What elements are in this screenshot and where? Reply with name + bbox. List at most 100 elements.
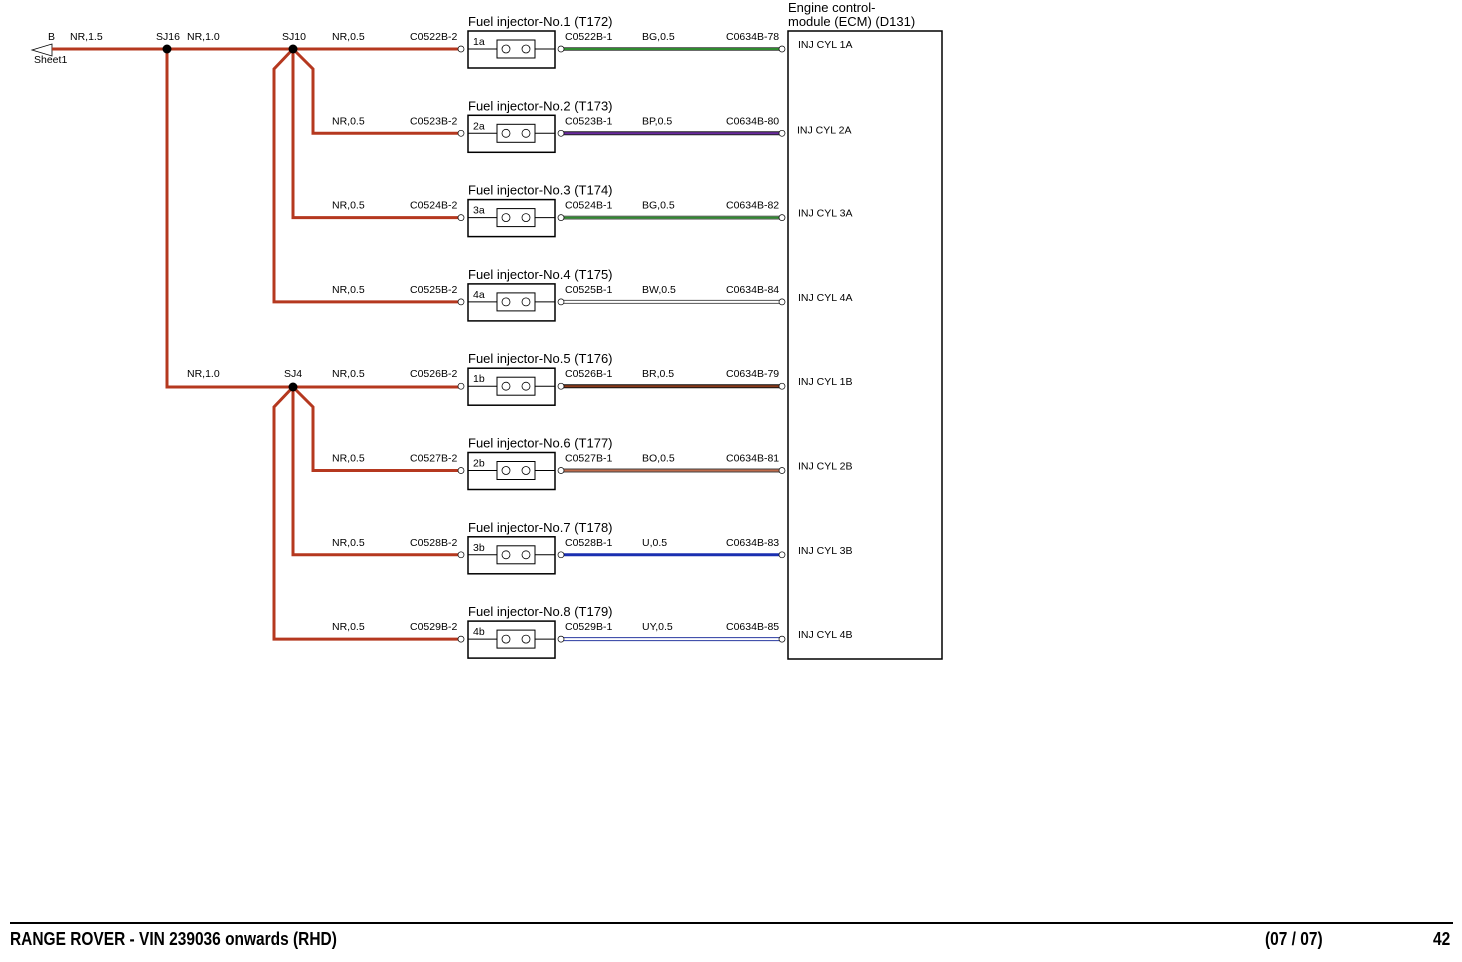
connector-pin-icon <box>457 45 465 53</box>
ecm-pin-label: INJ CYL 2A <box>797 124 851 136</box>
connector-pin-icon <box>778 551 786 559</box>
signal-connector-label: C0523B-1 <box>565 115 612 127</box>
ground-connector-label: C0526B-2 <box>410 368 457 380</box>
splice-sj16-down-wire: NR,1.0 <box>187 368 220 380</box>
signal-connector-label: C0527B-1 <box>565 453 612 465</box>
injector-pin-label: 2b <box>473 458 485 470</box>
ground-wire-label: NR,0.5 <box>332 31 365 43</box>
ground-wire-sj10-branch-4 <box>272 47 460 304</box>
signal-wire-label: UY,0.5 <box>642 621 673 633</box>
ground-connector-label: C0528B-2 <box>410 537 457 549</box>
signal-connector-label: C0525B-1 <box>565 284 612 296</box>
ecm-connector-label: C0634B-84 <box>726 284 779 296</box>
injector-row: Fuel injector-No.5 (T176) NR,0.5 C0526B-2 C… <box>332 351 852 406</box>
connector-pin-icon <box>457 551 465 559</box>
ground-connector-label: C0523B-2 <box>410 115 457 127</box>
connector-pin-icon <box>457 635 465 643</box>
injector-pin-label: 1b <box>473 373 485 385</box>
ground-wire-sj10-branch-3 <box>291 49 460 220</box>
connector-pin-icon <box>557 298 565 306</box>
ground-wire-sj4-branch-6 <box>291 385 460 472</box>
connector-pin-icon <box>778 45 786 53</box>
ecm-connector-label: C0634B-81 <box>726 453 779 465</box>
injector-coil-icon <box>496 292 536 312</box>
connector-pin-icon <box>457 129 465 137</box>
signal-wire-label: U,0.5 <box>642 537 667 549</box>
signal-connector-label: C0526B-1 <box>565 368 612 380</box>
injector-terminal-icon <box>521 297 531 307</box>
ground-connector-label: C0522B-2 <box>410 31 457 43</box>
ecm-connector-label: C0634B-83 <box>726 537 779 549</box>
injector-terminal-icon <box>521 466 531 475</box>
connector-pin-icon <box>778 298 786 306</box>
injector-terminal-icon <box>521 634 531 644</box>
ground-wire-label: NR,0.5 <box>332 621 365 633</box>
injector-title: Fuel injector-No.1 (T172) <box>468 14 613 29</box>
injector-terminal-icon <box>521 381 531 391</box>
injector-coil-icon <box>496 629 536 649</box>
splice-dot-sj16 <box>162 44 172 54</box>
ecm-connector-label: C0634B-85 <box>726 621 779 633</box>
ecm-pin-label: INJ CYL 2B <box>798 461 852 473</box>
footer-rule <box>10 922 1453 924</box>
splice-sj16-out-wire: NR,1.0 <box>187 31 220 43</box>
source-letter: B <box>48 31 55 43</box>
injector-terminal-icon <box>501 297 511 307</box>
ecm-connector-label: C0634B-82 <box>726 200 779 212</box>
injector-pin-label: 2a <box>473 120 485 132</box>
ground-wire-sj16-to-sj4 <box>165 49 460 389</box>
ground-wire-label: NR,0.5 <box>332 115 365 127</box>
connector-pin-icon <box>778 467 786 474</box>
signal-wire-label: BG,0.5 <box>642 200 675 212</box>
injector-title: Fuel injector-No.3 (T174) <box>468 183 613 198</box>
ground-wire-label: NR,0.5 <box>332 368 365 380</box>
ecm-title-line1: Engine control- <box>788 0 875 15</box>
signal-wire-label: BP,0.5 <box>642 115 672 127</box>
connector-pin-icon <box>557 382 565 390</box>
ground-connector-label: C0525B-2 <box>410 284 457 296</box>
ground-wire-sj4-branch-7 <box>291 387 460 557</box>
splice-label-sj4: SJ4 <box>284 368 302 380</box>
ground-wire-sj10-branch-2 <box>291 47 460 135</box>
injector-pin-label: 3b <box>473 542 485 554</box>
connector-pin-icon <box>557 635 565 643</box>
ecm-pin-label: INJ CYL 4B <box>798 629 852 641</box>
injector-terminal-icon <box>501 381 511 391</box>
connector-pin-icon <box>557 129 565 137</box>
injector-coil-icon <box>496 376 536 396</box>
injector-terminal-icon <box>501 128 511 138</box>
injector-terminal-icon <box>521 550 531 560</box>
footer-page-number: 42 <box>1433 929 1451 949</box>
signal-connector-label: C0524B-1 <box>565 200 612 212</box>
connector-pin-icon <box>457 214 465 221</box>
connector-pin-icon <box>557 551 565 559</box>
injector-terminal-icon <box>501 634 511 644</box>
ecm-pin-label: INJ CYL 4A <box>798 292 852 304</box>
injector-terminal-icon <box>501 550 511 560</box>
connector-pin-icon <box>778 129 786 137</box>
connector-pin-icon <box>457 467 465 474</box>
footer-vehicle-model: RANGE ROVER - VIN 239036 onwards (RHD) <box>10 929 337 949</box>
injector-pin-label: 1a <box>473 36 485 48</box>
ground-wire-label: NR,0.5 <box>332 537 365 549</box>
injector-terminal-icon <box>501 213 511 223</box>
injector-terminal-icon <box>501 44 511 54</box>
ground-wire-label: NR,0.5 <box>332 453 365 465</box>
ecm-connector-label: C0634B-78 <box>726 31 779 43</box>
footer-sheet-number: (07 / 07) <box>1265 929 1323 949</box>
ecm-connector-label: C0634B-79 <box>726 368 779 380</box>
injector-title: Fuel injector-No.8 (T179) <box>468 604 613 619</box>
connector-pin-icon <box>457 382 465 390</box>
ground-wire-sj4-branch-8 <box>272 385 460 641</box>
source-wire-label: NR,1.5 <box>70 31 103 43</box>
injector-title: Fuel injector-No.5 (T176) <box>468 351 613 366</box>
signal-connector-label: C0522B-1 <box>565 31 612 43</box>
injector-coil-icon <box>496 39 536 59</box>
injector-coil-icon <box>496 545 536 565</box>
